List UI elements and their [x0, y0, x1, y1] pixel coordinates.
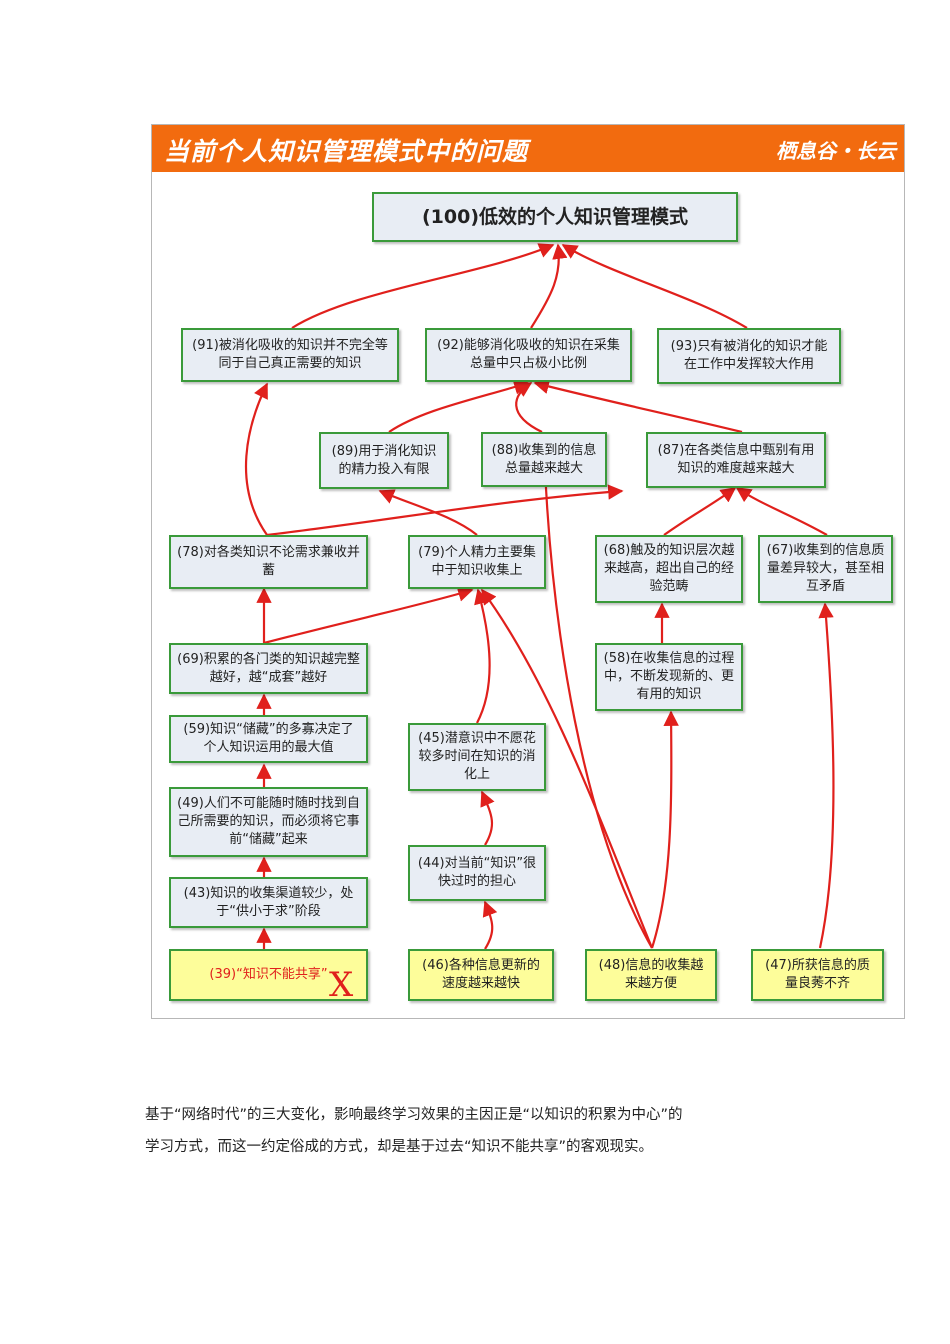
- node-58: (58)在收集信息的过程中，不断发现新的、更有用的知识: [595, 643, 743, 711]
- cross-mark: X: [329, 965, 354, 1005]
- arrow-47-to-67: [818, 602, 835, 949]
- node-87: (87)在各类信息中甄别有用知识的难度越来越大: [646, 432, 826, 488]
- arrow-91-to-100: [291, 243, 555, 329]
- arrow-68-to-87: [663, 487, 737, 536]
- arrow-92-to-100: [530, 243, 568, 329]
- node-67: (67)收集到的信息质量差异较大，甚至相互矛盾: [758, 535, 893, 603]
- arrow-layer: [244, 243, 835, 950]
- node-45: (45)潜意识中不愿花较多时间在知识的消化上: [408, 723, 546, 791]
- arrow-79-to-89: [378, 489, 478, 536]
- node-92: (92)能够消化吸收的知识在采集总量中只占极小比例: [425, 328, 632, 382]
- body-paragraph-line-2: 学习方式，而这一约定俗成的方式，却是基于过去“知识不能共享”的客观现实。: [145, 1139, 654, 1155]
- arrow-48-to-79: [481, 588, 654, 949]
- node-44: (44)对当前“知识”很快过时的担心: [408, 845, 546, 901]
- node-91: (91)被消化吸收的知识并不完全等同于自己真正需要的知识: [181, 328, 399, 382]
- body-paragraph-line-1: 基于“网络时代”的三大变化，影响最终学习效果的主因正是“以知识的积累为中心”的: [145, 1107, 683, 1123]
- arrow-78-to-91: [244, 382, 268, 536]
- diagram-brand: 栖息谷・长云: [776, 139, 896, 163]
- arrow-78-to-87: [266, 484, 624, 537]
- node-49: (49)人们不可能随时随时找到自己所需要的知识，而必须将它事前“储藏”起来: [169, 787, 368, 857]
- node-48: (48)信息的收集越来越方便: [585, 949, 717, 1001]
- arrow-48-to-88: [537, 466, 653, 949]
- arrow-48-to-58: [650, 710, 679, 949]
- node-47: (47)所获信息的质量良莠不齐: [751, 949, 884, 1001]
- node-68: (68)触及的知识层次越来越高，超出自己的经验范畴: [595, 535, 743, 603]
- node-69: (69)积累的各门类的知识越完整越好，越“成套”越好: [169, 643, 368, 694]
- node-93: (93)只有被消化的知识才能在工作中发挥较大作用: [657, 328, 841, 384]
- diagram-header: 当前个人知识管理模式中的问题 栖息谷・长云: [152, 125, 904, 172]
- node-79: (79)个人精力主要集中于知识收集上: [408, 535, 546, 589]
- arrow-69-to-79: [263, 586, 474, 645]
- arrow-44-to-45: [480, 790, 495, 846]
- node-89: (89)用于消化知识的精力投入有限: [319, 432, 449, 489]
- arrow-87-to-92: [533, 378, 743, 434]
- diagram-frame: 当前个人知识管理模式中的问题 栖息谷・长云: [151, 124, 905, 1019]
- arrow-93-to-100: [561, 244, 748, 329]
- arrow-88-to-92: [515, 382, 543, 433]
- arrow-45-to-79: [474, 588, 491, 724]
- arrow-89-to-92: [388, 379, 530, 433]
- arrow-46-to-44: [482, 900, 498, 950]
- node-59: (59)知识“储藏”的多寡决定了个人知识运用的最大值: [169, 715, 368, 763]
- node-43: (43)知识的收集渠道较少，处于“供小于求”阶段: [169, 877, 368, 928]
- diagram-title: 当前个人知识管理模式中的问题: [164, 137, 529, 166]
- node-78: (78)对各类知识不论需求兼收并蓄: [169, 535, 368, 589]
- node-46: (46)各种信息更新的速度越来越快: [408, 949, 554, 1001]
- arrow-67-to-87: [735, 487, 828, 536]
- node-39: (39)“知识不能共享”: [169, 949, 368, 1001]
- node-100: (100)低效的个人知识管理模式: [372, 192, 738, 242]
- node-88: (88)收集到的信息总量越来越大: [481, 432, 607, 487]
